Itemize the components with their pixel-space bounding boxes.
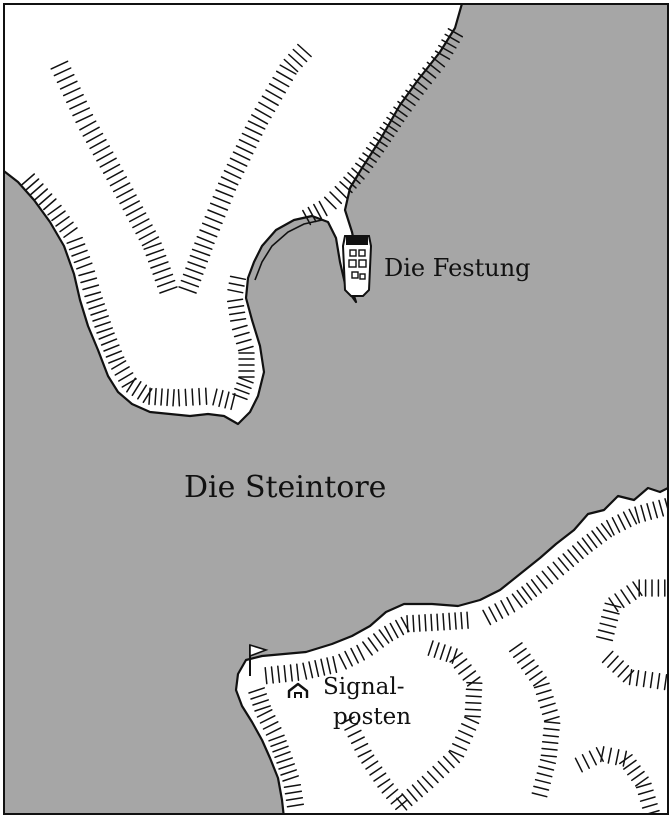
north-landmass <box>4 4 464 426</box>
signal-post-label-line1: Signal- <box>323 674 405 700</box>
signal-post-icon <box>287 682 309 698</box>
signal-post-label-line2: posten <box>333 704 412 730</box>
fortress-icon <box>341 235 373 297</box>
fortress-label: Die Festung <box>384 254 531 282</box>
flag-icon <box>249 643 269 676</box>
relief-hachures <box>21 28 668 814</box>
map-frame <box>3 3 669 815</box>
bay-shore-line <box>254 219 323 281</box>
strait-label: Die Steintore <box>184 470 387 505</box>
